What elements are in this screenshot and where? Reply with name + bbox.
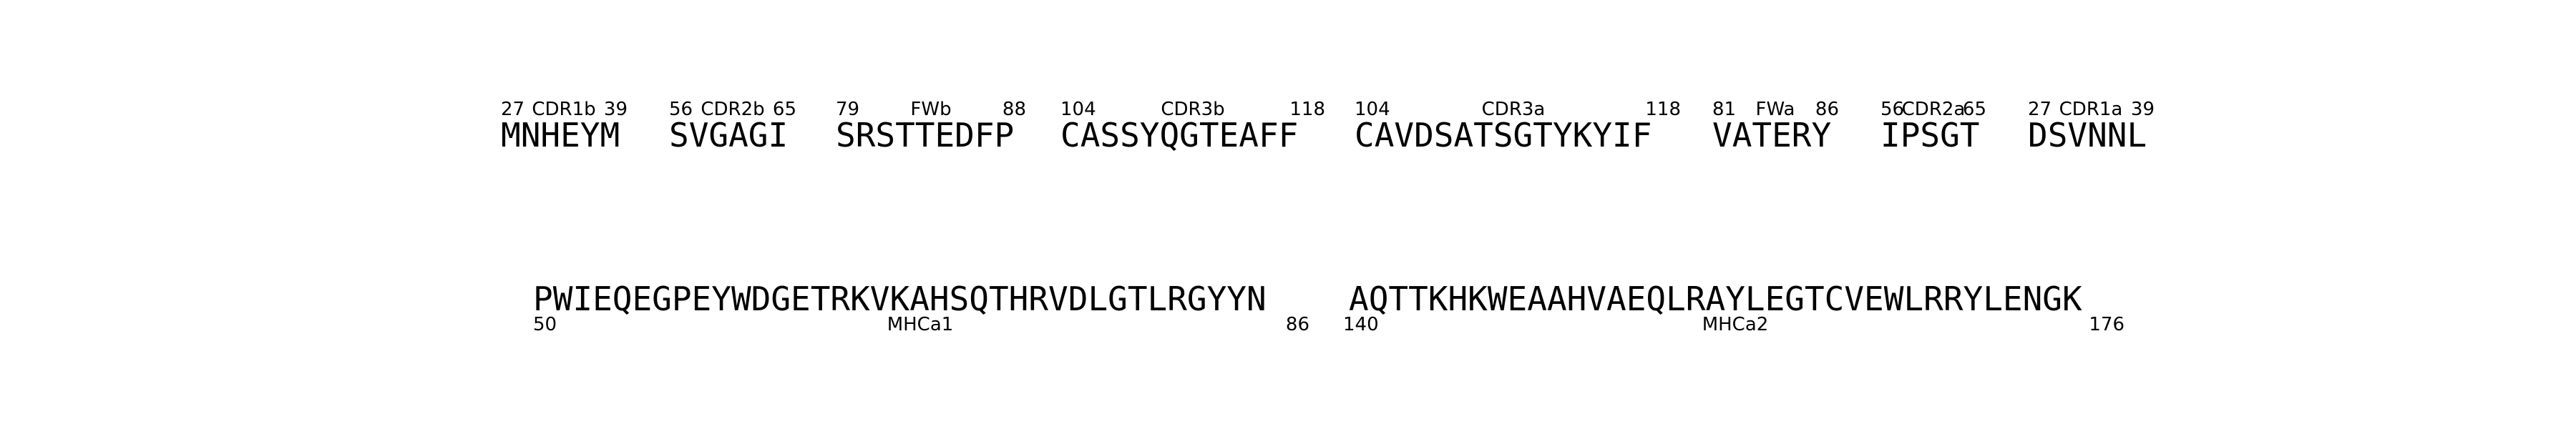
segment-end-number: 86 [1285, 314, 1309, 335]
segment-region-label: FWb [910, 99, 952, 120]
segment-start-number: 27 [501, 99, 525, 120]
segment-end-number: 39 [603, 99, 628, 120]
segment-sequence: MNHEYM [501, 116, 620, 154]
segment-end-number: 118 [1645, 99, 1681, 120]
segment-sequence: CAVDSATSGTYKYIF [1355, 116, 1652, 154]
segment-sequence: SRSTTEDFP [836, 116, 1015, 154]
segment-start-number: 81 [1712, 99, 1737, 120]
segment-region-label: CDR1b [532, 99, 596, 120]
segment-start-number: 140 [1343, 314, 1379, 335]
segment-region-label: MHCa1 [887, 314, 954, 335]
segment-sequence: SVGAGI [669, 116, 789, 154]
segment-sequence: VATERY [1712, 116, 1832, 154]
segment-region-label: CDR3b [1161, 99, 1225, 120]
segment-end-number: 88 [1002, 99, 1026, 120]
segment-region-label: CDR2a [1901, 99, 1966, 120]
segment-end-number: 65 [1962, 99, 1986, 120]
segment-region-label: MHCa2 [1702, 314, 1769, 335]
segment-end-number: 118 [1289, 99, 1325, 120]
segment-sequence: IPSGT [1880, 116, 1980, 154]
segment-region-label: CDR2b [701, 99, 765, 120]
segment-start-number: 79 [836, 99, 860, 120]
segment-start-number: 50 [533, 314, 557, 335]
segment-start-number: 104 [1060, 99, 1096, 120]
segment-region-label: CDR1a [2059, 99, 2123, 120]
segment-sequence: PWIEQEGPEYWDGETRKVKAHSQTHRVDLGTLRGYYN [533, 280, 1267, 318]
segment-end-number: 39 [2130, 99, 2155, 120]
segment-start-number: 104 [1355, 99, 1390, 120]
segment-end-number: 65 [772, 99, 796, 120]
segment-start-number: 56 [1880, 99, 1905, 120]
segment-sequence: AQTTKHKWEAAHVAEQLRAYLEGTCVEWLRRYLENGK [1349, 280, 2082, 318]
segment-end-number: 86 [1815, 99, 1839, 120]
segment-region-label: FWa [1755, 99, 1795, 120]
segment-sequence: DSVNNL [2028, 116, 2147, 154]
segment-start-number: 56 [669, 99, 693, 120]
segment-sequence: CASSYQGTEAFF [1060, 116, 1299, 154]
segment-start-number: 27 [2028, 99, 2052, 120]
segment-region-label: CDR3a [1481, 99, 1546, 120]
segment-end-number: 176 [2089, 314, 2124, 335]
